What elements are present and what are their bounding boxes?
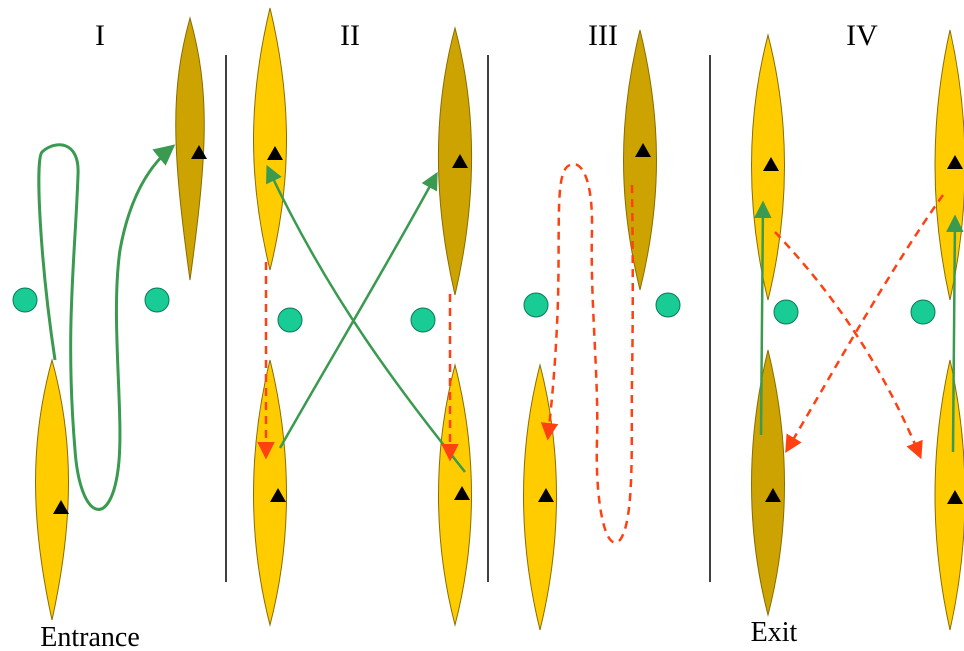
flower-light: [935, 360, 964, 630]
panel-3: [524, 30, 681, 630]
exit-label: Exit: [751, 617, 798, 648]
feeder-dot: [13, 288, 37, 312]
flight-path-dashed: [775, 232, 920, 456]
panel-label-3: III: [588, 19, 618, 52]
panel-1: Entrance: [13, 18, 207, 651]
feeder-dot: [524, 293, 548, 317]
flight-path-solid: [280, 175, 436, 448]
panel-label-2: II: [340, 19, 360, 52]
flower-dark: [752, 350, 785, 615]
feeder-dot: [911, 300, 935, 324]
flower-light: [36, 360, 69, 620]
feeder-dot: [774, 300, 798, 324]
flower-dark: [624, 30, 657, 290]
feeder-dot: [656, 293, 680, 317]
flight-path-dashed: [548, 164, 633, 542]
panel-label-4: IV: [846, 19, 878, 52]
feeder-dot: [278, 308, 302, 332]
entrance-label: Entrance: [40, 622, 140, 651]
feeder-dot: [411, 308, 435, 332]
feeder-dot: [145, 288, 169, 312]
panel-4: Exit: [751, 30, 964, 648]
panel-2: [254, 8, 472, 625]
panel-label-1: I: [95, 19, 105, 52]
flower-light: [254, 360, 287, 625]
flower-light: [254, 8, 287, 270]
flower-dark: [439, 28, 472, 295]
